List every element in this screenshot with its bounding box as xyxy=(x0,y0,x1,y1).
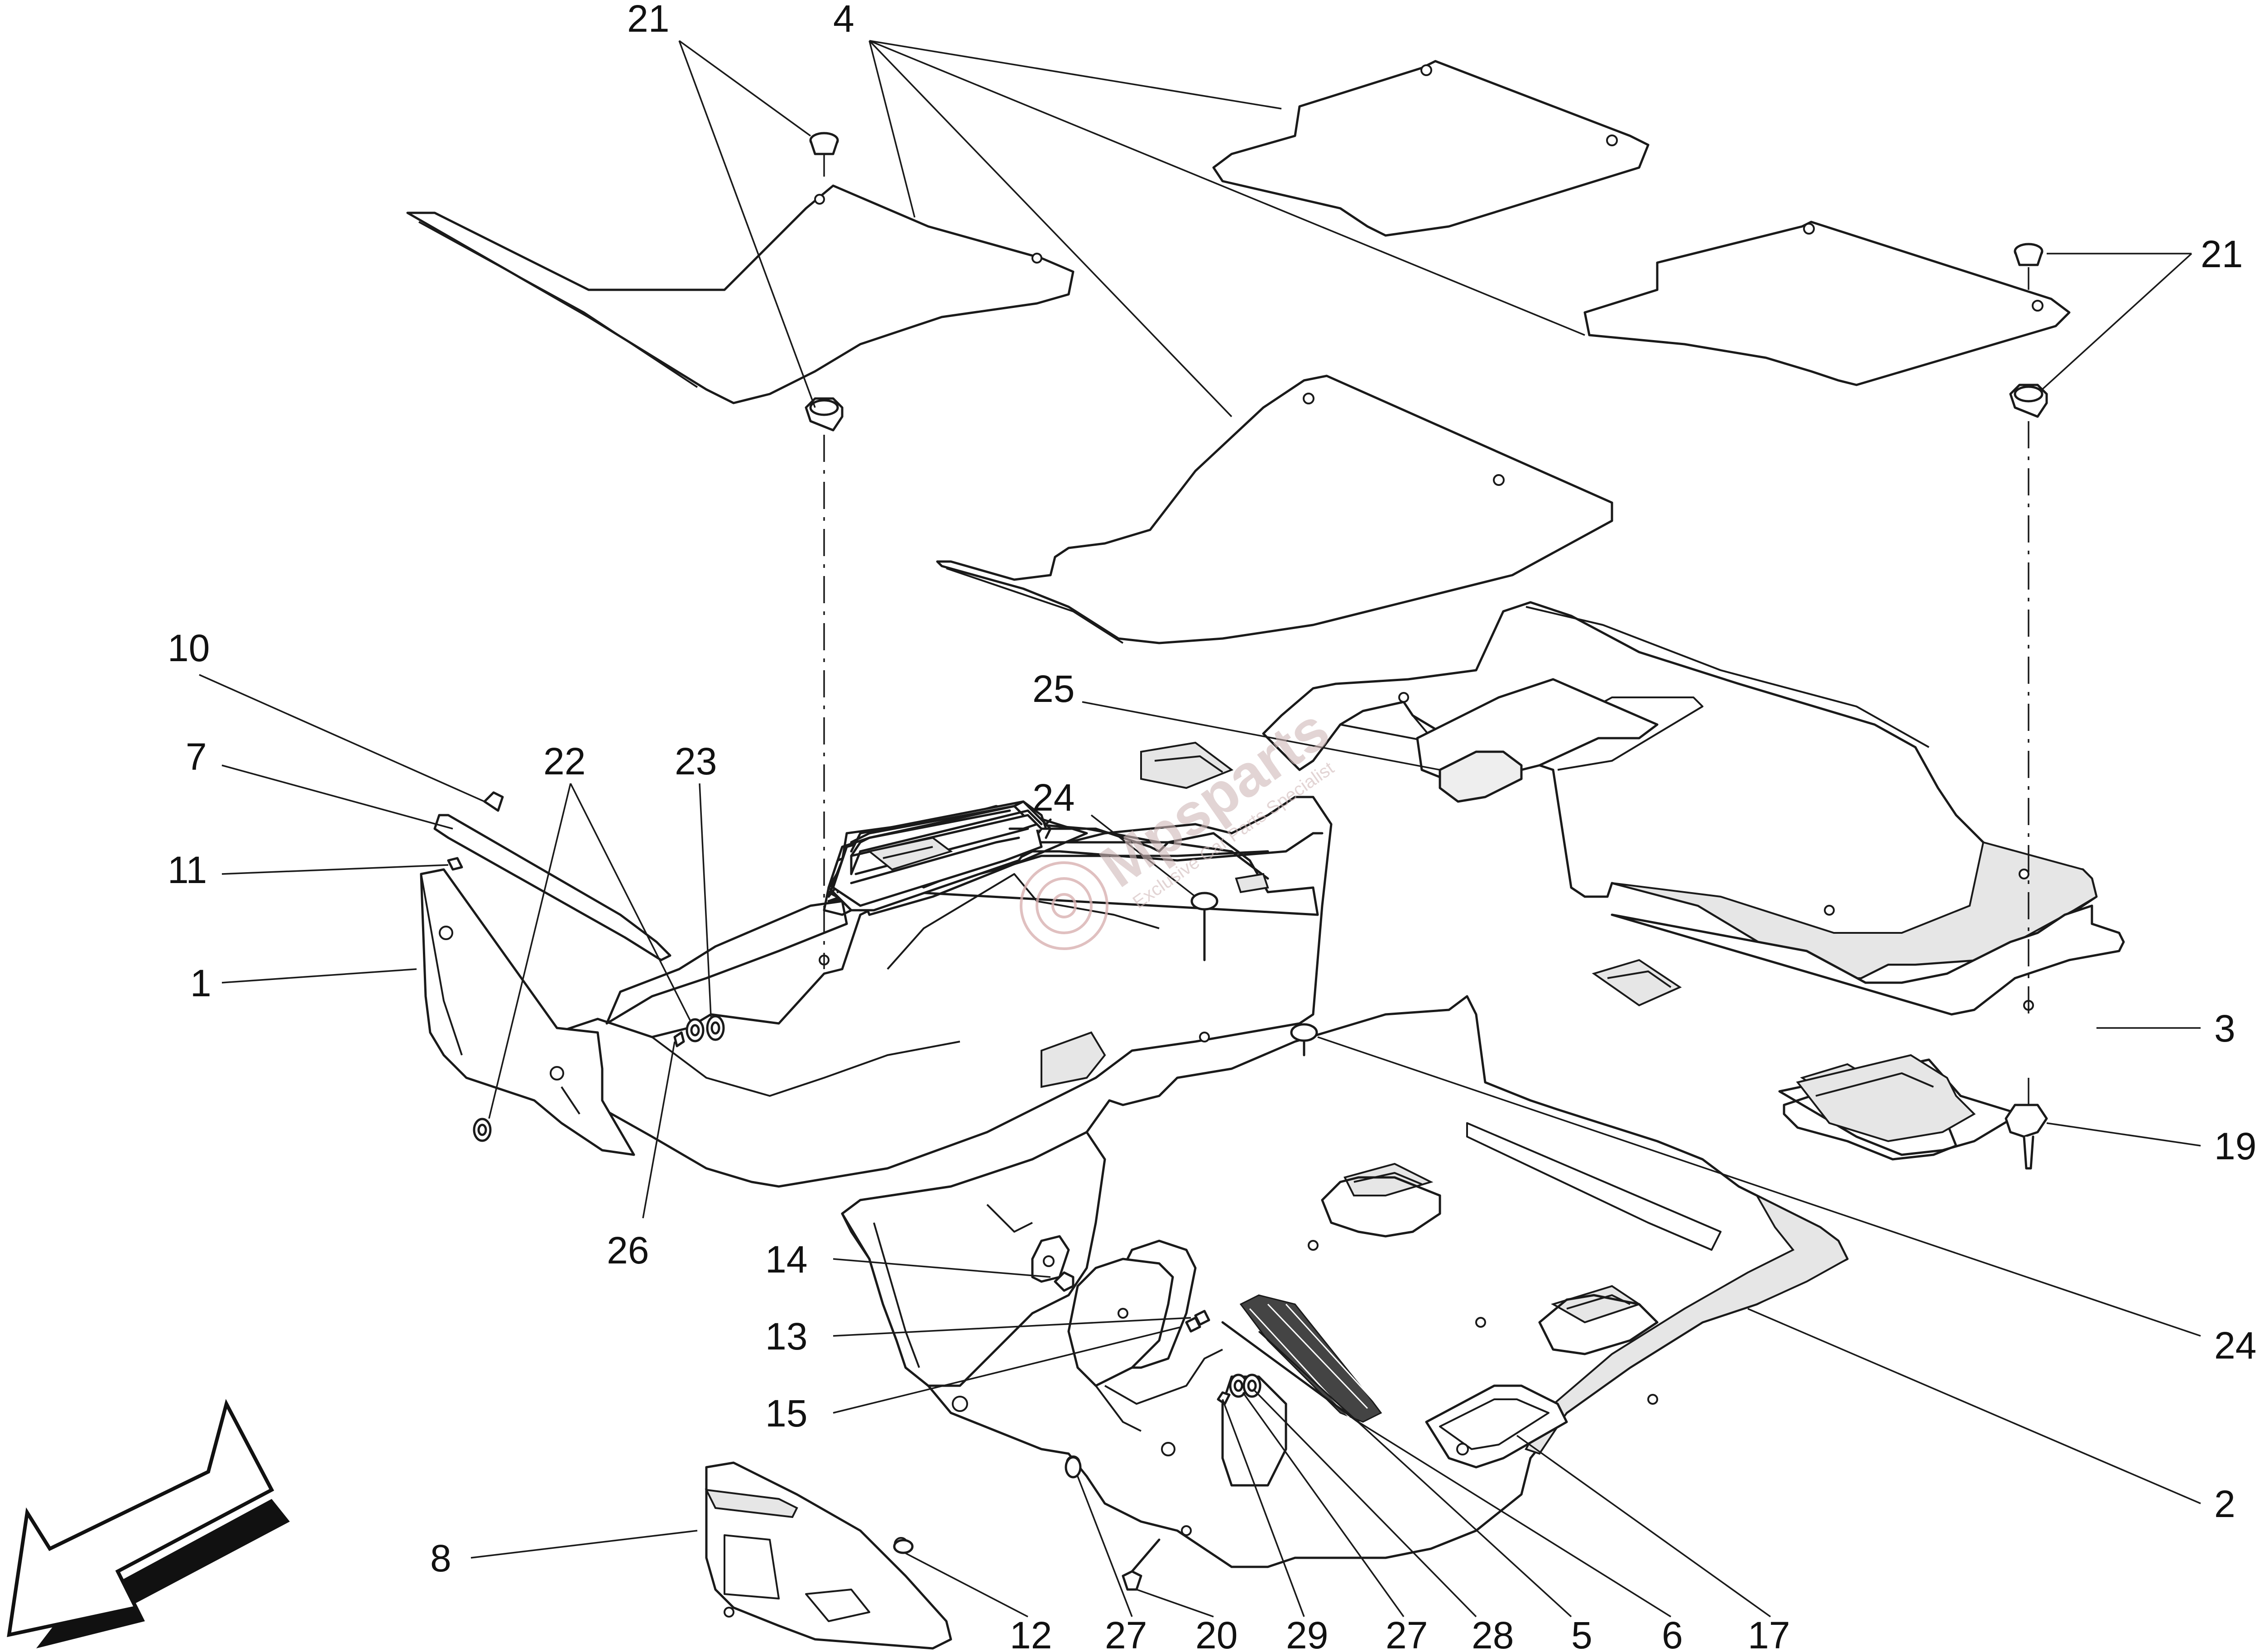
callout-8: 8 xyxy=(430,1537,451,1580)
floor-mat-front-left xyxy=(406,184,1074,404)
callout-24-upper: 24 xyxy=(1032,776,1074,819)
front-left-rear-wall xyxy=(827,800,1052,907)
side-trim-bracket xyxy=(705,1461,952,1650)
callout-14: 14 xyxy=(765,1238,807,1281)
callout-22: 22 xyxy=(543,740,585,783)
callout-26: 26 xyxy=(607,1229,649,1272)
callout-7: 7 xyxy=(186,735,207,778)
callout-11: 11 xyxy=(168,849,207,891)
callout-1: 1 xyxy=(190,962,211,1004)
callout-10: 10 xyxy=(168,627,210,669)
floor-mat-front-right xyxy=(936,375,1613,644)
callout-27-left: 27 xyxy=(1105,1614,1147,1652)
callout-4: 4 xyxy=(833,0,854,40)
callout-labels: 21 4 21 10 7 22 23 25 24 11 1 3 19 26 14… xyxy=(168,0,2256,1652)
callout-15: 15 xyxy=(765,1392,807,1435)
callout-27-right: 27 xyxy=(1386,1614,1428,1652)
callout-17: 17 xyxy=(1748,1614,1790,1652)
callout-23: 23 xyxy=(675,740,717,783)
front-right-floor-carpet xyxy=(841,995,1849,1568)
callout-2: 2 xyxy=(2214,1483,2235,1525)
callout-25: 25 xyxy=(1032,668,1074,710)
callout-21-top-left: 21 xyxy=(627,0,669,40)
callout-6: 6 xyxy=(1662,1614,1683,1652)
callout-21-right: 21 xyxy=(2201,233,2243,275)
fasteners xyxy=(433,132,2048,1591)
callout-19: 19 xyxy=(2214,1125,2256,1167)
callout-5: 5 xyxy=(1571,1614,1592,1652)
callout-29: 29 xyxy=(1286,1614,1328,1652)
callout-12: 12 xyxy=(1010,1614,1052,1652)
leader-lines xyxy=(199,40,2201,1618)
callout-20: 20 xyxy=(1195,1614,1238,1652)
callout-24-lower: 24 xyxy=(2214,1324,2256,1367)
callout-3: 3 xyxy=(2214,1007,2235,1050)
floor-mat-rear-right xyxy=(1583,221,2071,386)
callout-28: 28 xyxy=(1472,1614,1514,1652)
floor-mat-rear-left xyxy=(1212,60,1650,237)
callout-13: 13 xyxy=(765,1315,807,1358)
front-direction-arrow-icon xyxy=(7,1399,290,1648)
rear-floor-carpet xyxy=(1140,601,2125,1161)
